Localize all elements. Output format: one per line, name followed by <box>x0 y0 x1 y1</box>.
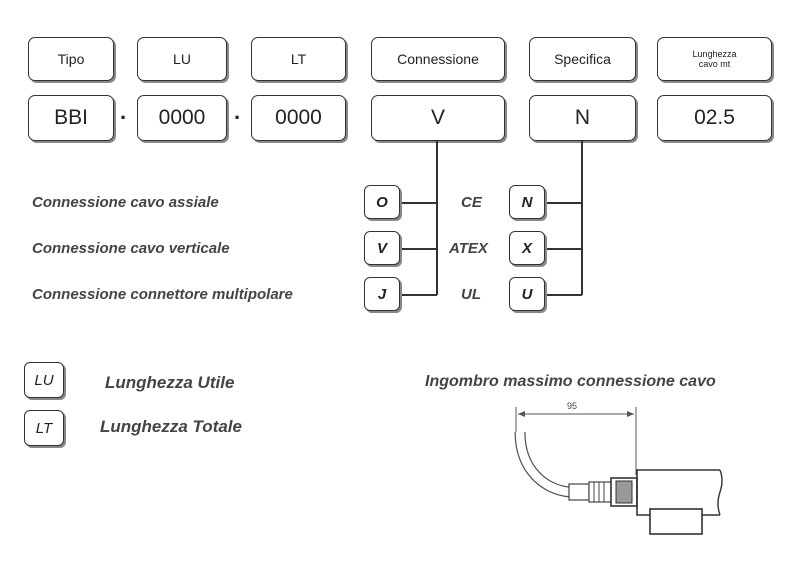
legend-label-lt: Lunghezza Totale <box>100 417 242 436</box>
specifica-branch-n <box>546 202 582 204</box>
specifica-option-label-atex: ATEX <box>449 240 488 257</box>
dimension-arrow-left <box>518 411 525 417</box>
value-connessione: V <box>371 95 505 141</box>
header-lu: LU <box>137 37 227 81</box>
connector-hex-face <box>615 480 633 504</box>
connessione-branch-o <box>402 202 437 204</box>
value-tipo: BBI <box>28 95 114 141</box>
connessione-trunk-line <box>436 141 438 295</box>
specifica-option-code-x: X <box>509 231 545 265</box>
specifica-option-code-u: U <box>509 277 545 311</box>
connector-sleeve <box>568 483 590 501</box>
housing-break-line <box>717 469 723 516</box>
specifica-trunk-line <box>581 141 583 295</box>
specifica-option-label-ce: CE <box>461 194 482 211</box>
header-specifica: Specifica <box>529 37 636 81</box>
specifica-option-label-ul: UL <box>461 286 481 303</box>
specifica-branch-u <box>546 294 582 296</box>
transducer-slider <box>649 508 703 535</box>
value-specifica: N <box>529 95 636 141</box>
dimension-arrow-right <box>627 411 634 417</box>
connessione-option-label-verticale: Connessione cavo verticale <box>32 240 230 257</box>
connector-nut <box>588 481 612 503</box>
legend-label-lu: Lunghezza Utile <box>105 373 235 392</box>
dimension-value: 95 <box>567 401 578 411</box>
cable-inner <box>515 431 571 497</box>
connessione-branch-v <box>402 248 437 250</box>
legend-code-lu: LU <box>24 362 64 398</box>
header-lunghezza-cavo: Lunghezza cavo mt <box>657 37 772 81</box>
header-tipo: Tipo <box>28 37 114 81</box>
separator-dot-2: · <box>234 105 242 130</box>
connessione-option-code-j: J <box>364 277 400 311</box>
connessione-option-code-o: O <box>364 185 400 219</box>
value-lt: 0000 <box>251 95 346 141</box>
specifica-branch-x <box>546 248 582 250</box>
value-lu: 0000 <box>137 95 227 141</box>
connessione-option-label-assiale: Connessione cavo assiale <box>32 194 219 211</box>
header-lt: LT <box>251 37 346 81</box>
connessione-option-code-v: V <box>364 231 400 265</box>
connessione-option-label-multipolare: Connessione connettore multipolare <box>32 286 293 303</box>
separator-dot-1: · <box>120 105 128 130</box>
drawing-title: Ingombro massimo connessione cavo <box>425 373 716 390</box>
value-lunghezza-cavo: 02.5 <box>657 95 772 141</box>
specifica-option-code-n: N <box>509 185 545 219</box>
header-connessione: Connessione <box>371 37 505 81</box>
connessione-branch-j <box>402 294 437 296</box>
legend-code-lt: LT <box>24 410 64 446</box>
